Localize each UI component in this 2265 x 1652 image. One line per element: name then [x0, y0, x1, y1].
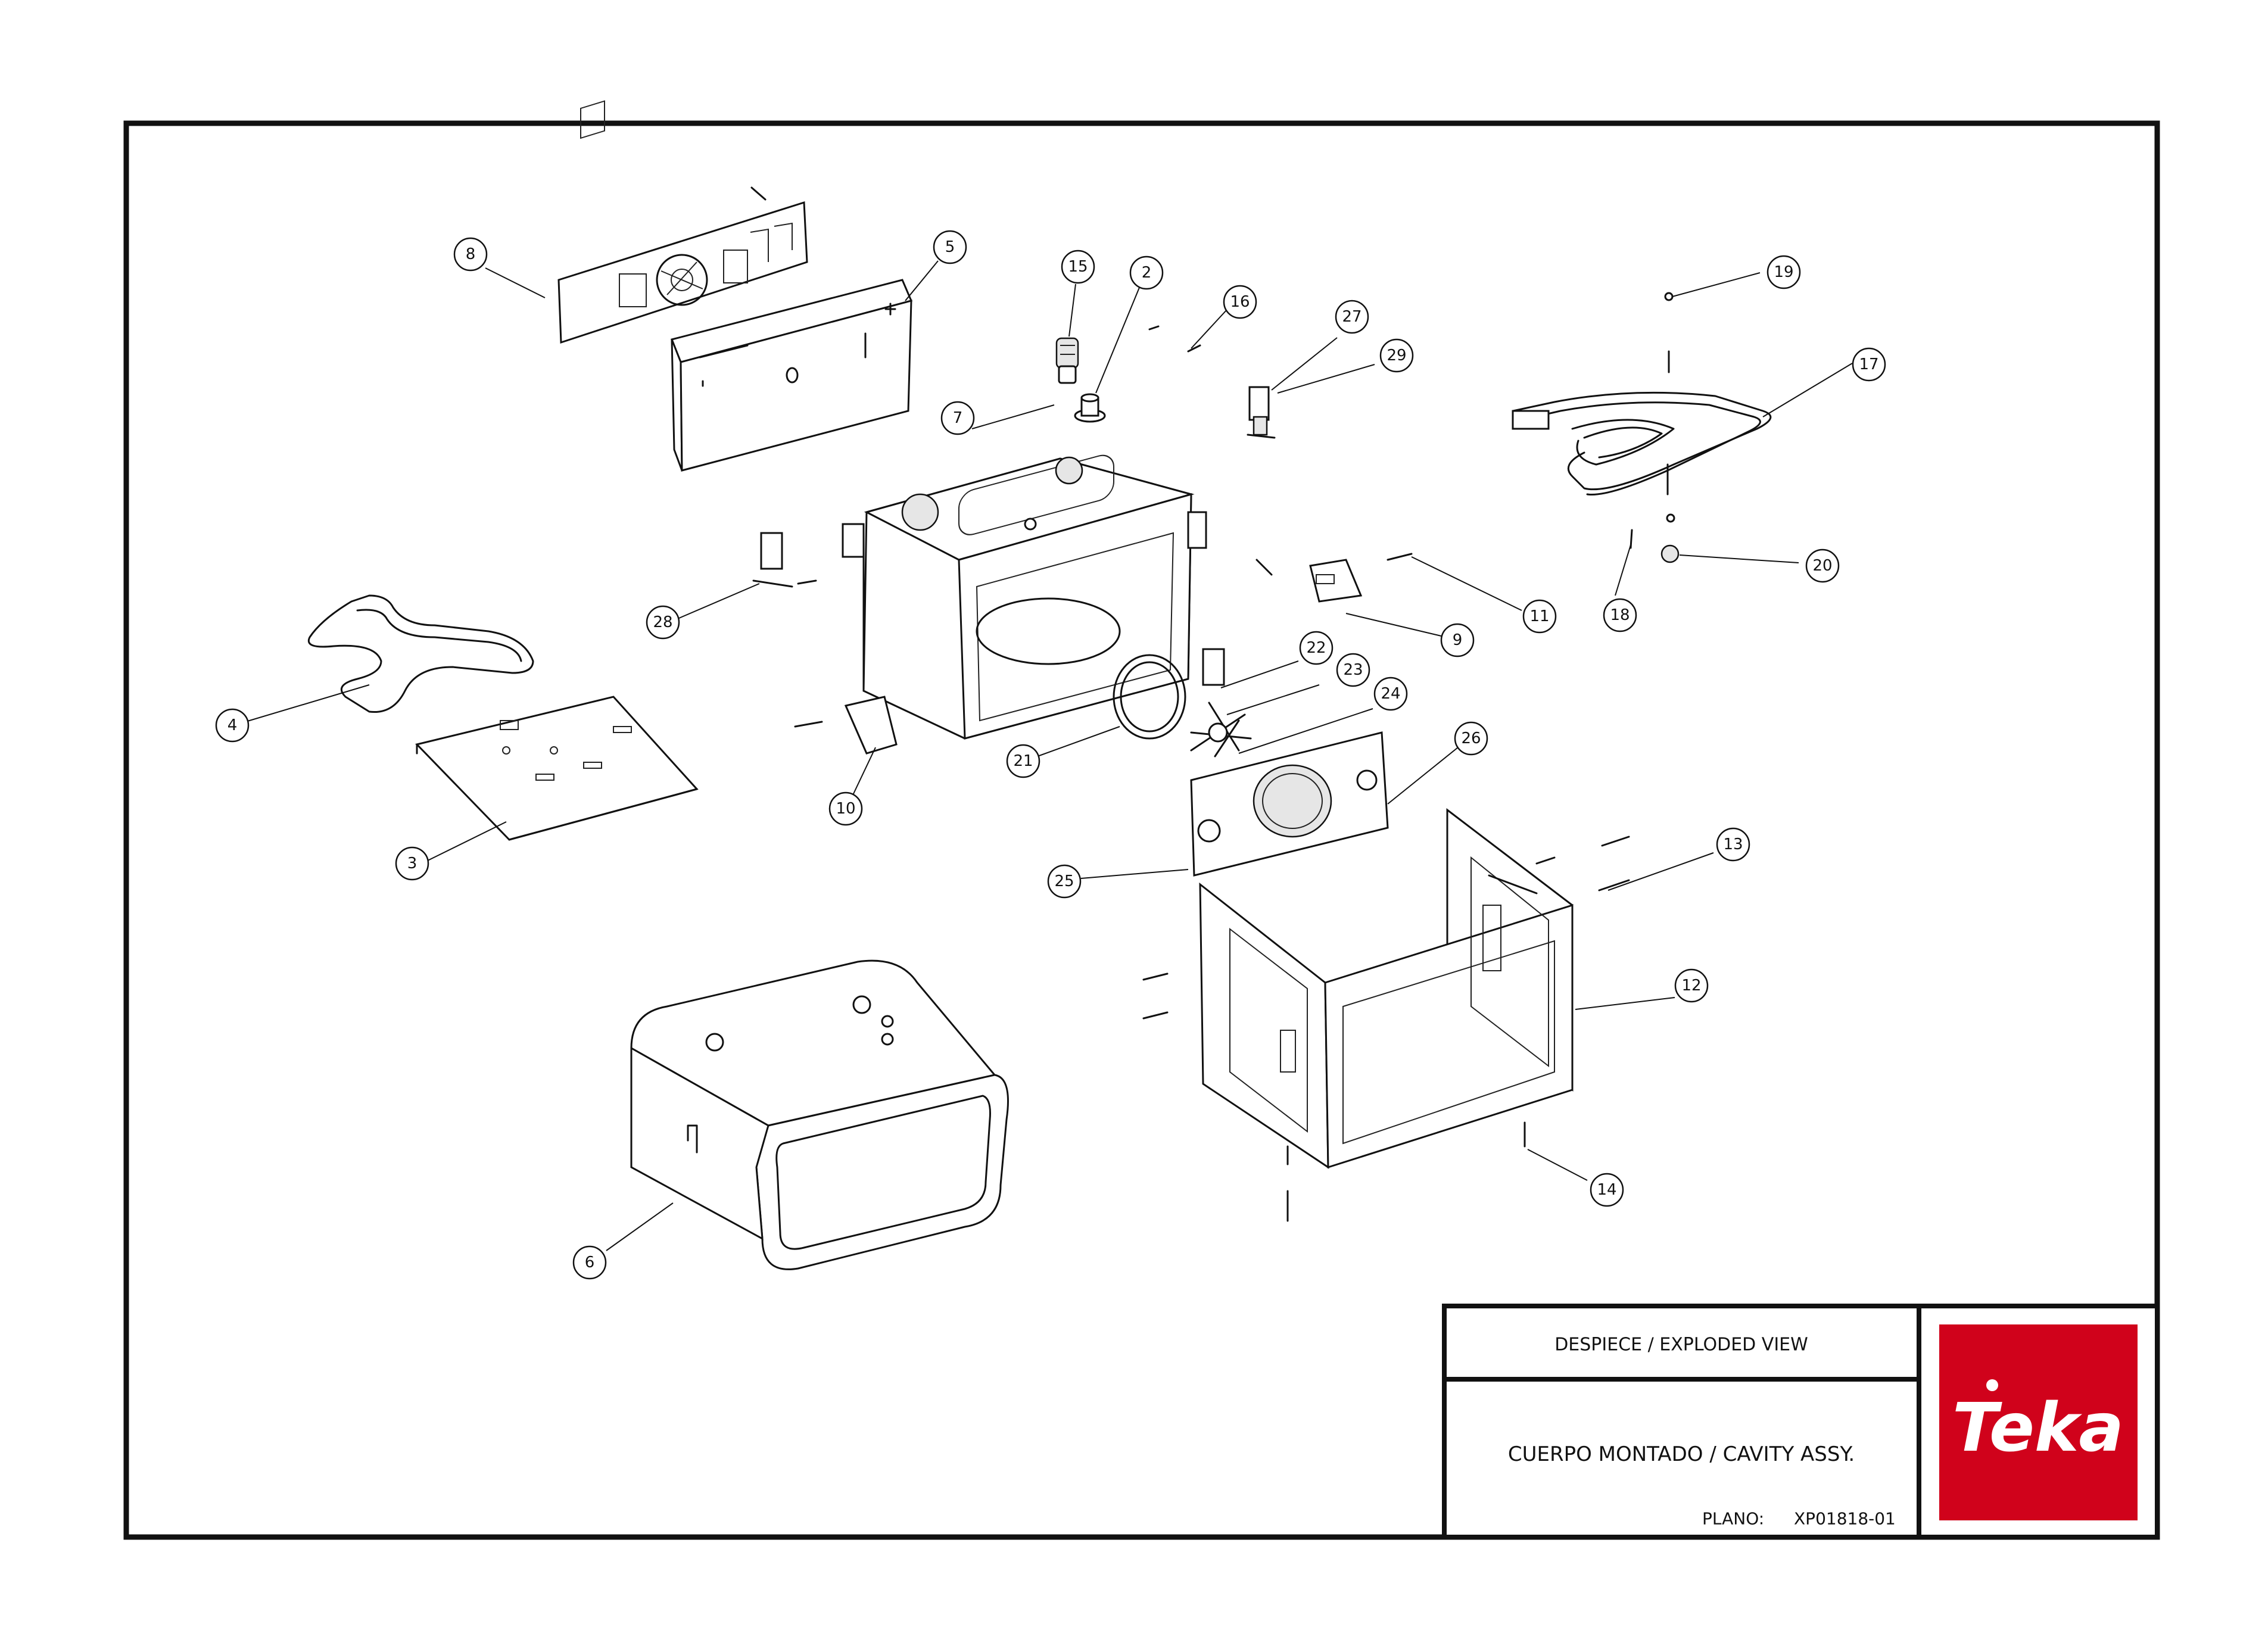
- part-grill-element: [1512, 391, 1772, 495]
- callout-5: 5: [933, 230, 967, 264]
- callout-14: 14: [1590, 1173, 1624, 1207]
- callout-26: 26: [1454, 721, 1488, 756]
- svg-text:21: 21: [1013, 752, 1033, 770]
- svg-text:8: 8: [466, 245, 476, 263]
- svg-text:11: 11: [1529, 607, 1549, 625]
- callout-8: 8: [453, 237, 488, 272]
- leader-lines: [239, 260, 1853, 1251]
- part-front-panel: [670, 279, 913, 472]
- callout-23: 23: [1336, 653, 1370, 687]
- callout-29: 29: [1379, 338, 1414, 373]
- svg-text:16: 16: [1230, 293, 1250, 311]
- part-screws-13-14: [1142, 836, 1630, 1222]
- part-screw-16: [1148, 325, 1201, 353]
- part-hinge-9: [1255, 553, 1413, 603]
- callout-10: 10: [828, 791, 863, 826]
- callout-13: 13: [1716, 827, 1750, 862]
- callout-3: 3: [395, 846, 429, 881]
- part-hinge-10: [794, 696, 898, 755]
- teka-logo: Teka: [1939, 1324, 2138, 1520]
- part-back-panel: [1190, 731, 1389, 877]
- callout-25: 25: [1047, 864, 1082, 899]
- callout-7: 7: [940, 401, 975, 435]
- svg-text:10: 10: [836, 800, 855, 818]
- part-cavity: [842, 454, 1207, 740]
- part-control-bracket: [557, 100, 808, 344]
- svg-text:28: 28: [653, 613, 672, 631]
- svg-text:19: 19: [1774, 263, 1793, 281]
- svg-text:18: 18: [1610, 606, 1630, 624]
- callout-9: 9: [1440, 623, 1475, 657]
- callout-11: 11: [1522, 599, 1557, 634]
- part-element-screws: [1630, 292, 1680, 563]
- part-shelf: [415, 696, 699, 841]
- svg-text:9: 9: [1453, 631, 1463, 649]
- callout-2: 2: [1129, 255, 1164, 290]
- svg-text:6: 6: [585, 1254, 595, 1271]
- title-heading: DESPIECE / EXPLODED VIEW: [1554, 1335, 1808, 1355]
- svg-text:29: 29: [1387, 347, 1406, 364]
- callout-20: 20: [1805, 548, 1840, 583]
- teka-logo-text: Teka: [1952, 1389, 2124, 1467]
- callout-24: 24: [1373, 677, 1408, 711]
- svg-text:20: 20: [1812, 557, 1832, 575]
- part-fan-element: [1113, 648, 1252, 758]
- callout-19: 19: [1766, 255, 1801, 289]
- svg-text:2: 2: [1142, 264, 1152, 282]
- part-chassis: [1199, 808, 1574, 1169]
- svg-text:4: 4: [228, 716, 238, 734]
- part-door-switch: [1247, 386, 1276, 439]
- callout-15: 15: [1061, 250, 1095, 284]
- drawing-border: [123, 120, 2160, 1540]
- svg-text:25: 25: [1054, 872, 1074, 890]
- svg-text:23: 23: [1343, 661, 1363, 679]
- callout-28: 28: [646, 605, 680, 640]
- svg-text:12: 12: [1681, 977, 1701, 995]
- callout-21: 21: [1006, 744, 1040, 778]
- svg-text:27: 27: [1342, 308, 1362, 326]
- part-outer-wrap: [630, 959, 1009, 1270]
- part-lamp-holder: [1074, 393, 1106, 423]
- svg-text:3: 3: [407, 855, 418, 872]
- svg-text:26: 26: [1461, 730, 1481, 747]
- callout-12: 12: [1674, 968, 1709, 1003]
- callout-18: 18: [1603, 598, 1637, 632]
- svg-text:22: 22: [1306, 639, 1326, 657]
- svg-text:7: 7: [953, 409, 963, 427]
- callout-16: 16: [1223, 285, 1257, 319]
- svg-text:15: 15: [1068, 258, 1088, 276]
- svg-text:5: 5: [945, 238, 955, 256]
- callout-6: 6: [572, 1245, 607, 1280]
- svg-text:13: 13: [1723, 836, 1743, 853]
- plan-label: PLANO:: [1702, 1509, 1764, 1529]
- assembly-title: CUERPO MONTADO / CAVITY ASSY.: [1508, 1442, 1855, 1466]
- callout-17: 17: [1852, 347, 1886, 382]
- plan-number: XP01818-01: [1794, 1509, 1896, 1529]
- svg-text:17: 17: [1859, 356, 1878, 373]
- callout-4: 4: [215, 708, 250, 743]
- callout-27: 27: [1335, 300, 1369, 334]
- part-lower-element: [307, 594, 534, 713]
- part-hinge-28: [752, 532, 817, 588]
- svg-text:14: 14: [1597, 1181, 1616, 1199]
- part-thermostat: [1055, 337, 1079, 384]
- svg-text:24: 24: [1381, 685, 1400, 703]
- callout-22: 22: [1299, 631, 1334, 665]
